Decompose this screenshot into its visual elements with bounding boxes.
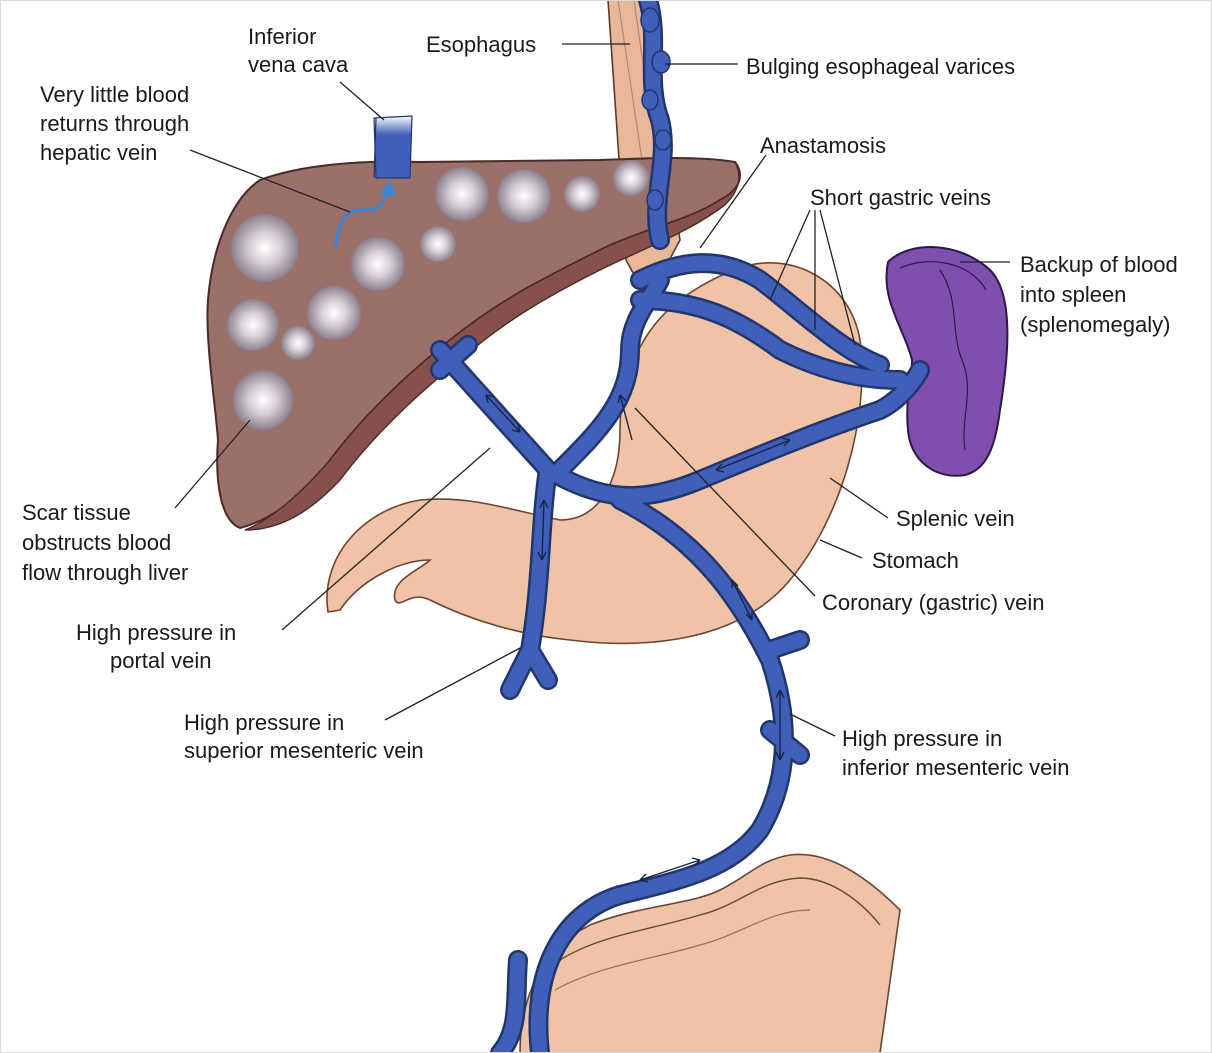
scar-nodule bbox=[435, 167, 489, 221]
spleen bbox=[886, 247, 1007, 476]
label-inferior-vena-cava: Inferior vena cava bbox=[248, 24, 349, 77]
intestine bbox=[520, 854, 900, 1053]
label-stomach: Stomach bbox=[872, 548, 959, 573]
varix-bulge bbox=[655, 130, 671, 150]
varix-bulge bbox=[652, 51, 670, 73]
scar-nodule bbox=[613, 160, 649, 196]
scar-nodule bbox=[497, 169, 551, 223]
label-hepatic-vein: Very little blood returns through hepati… bbox=[40, 82, 195, 165]
label-coronary-vein: Coronary (gastric) vein bbox=[822, 590, 1045, 615]
label-bulging-varices: Bulging esophageal varices bbox=[746, 54, 1015, 79]
scar-nodule bbox=[351, 237, 405, 291]
inferior-vena-cava bbox=[374, 116, 412, 178]
label-anastamosis: Anastamosis bbox=[760, 133, 886, 158]
scar-nodule bbox=[227, 299, 279, 351]
label-splenic-vein: Splenic vein bbox=[896, 506, 1015, 531]
label-esophagus: Esophagus bbox=[426, 32, 536, 57]
scar-nodule bbox=[281, 326, 315, 360]
label-portal-vein: High pressure in portal vein bbox=[76, 620, 242, 673]
varix-bulge bbox=[647, 190, 663, 210]
scar-nodule bbox=[233, 370, 293, 430]
labels: Inferior vena cava Esophagus Bulging eso… bbox=[22, 24, 1184, 780]
label-spleen-backup: Backup of blood into spleen (splenomegal… bbox=[1020, 252, 1184, 337]
label-short-gastric-veins: Short gastric veins bbox=[810, 185, 991, 210]
label-inferior-mesenteric: High pressure in inferior mesenteric vei… bbox=[842, 726, 1069, 780]
scar-nodule bbox=[307, 286, 361, 340]
scar-nodule bbox=[231, 214, 299, 282]
varix-bulge bbox=[642, 90, 658, 110]
label-scar-tissue: Scar tissue obstructs blood flow through… bbox=[22, 500, 188, 585]
scar-nodule bbox=[564, 176, 600, 212]
scar-nodule bbox=[420, 226, 456, 262]
varix-bulge bbox=[641, 8, 659, 32]
